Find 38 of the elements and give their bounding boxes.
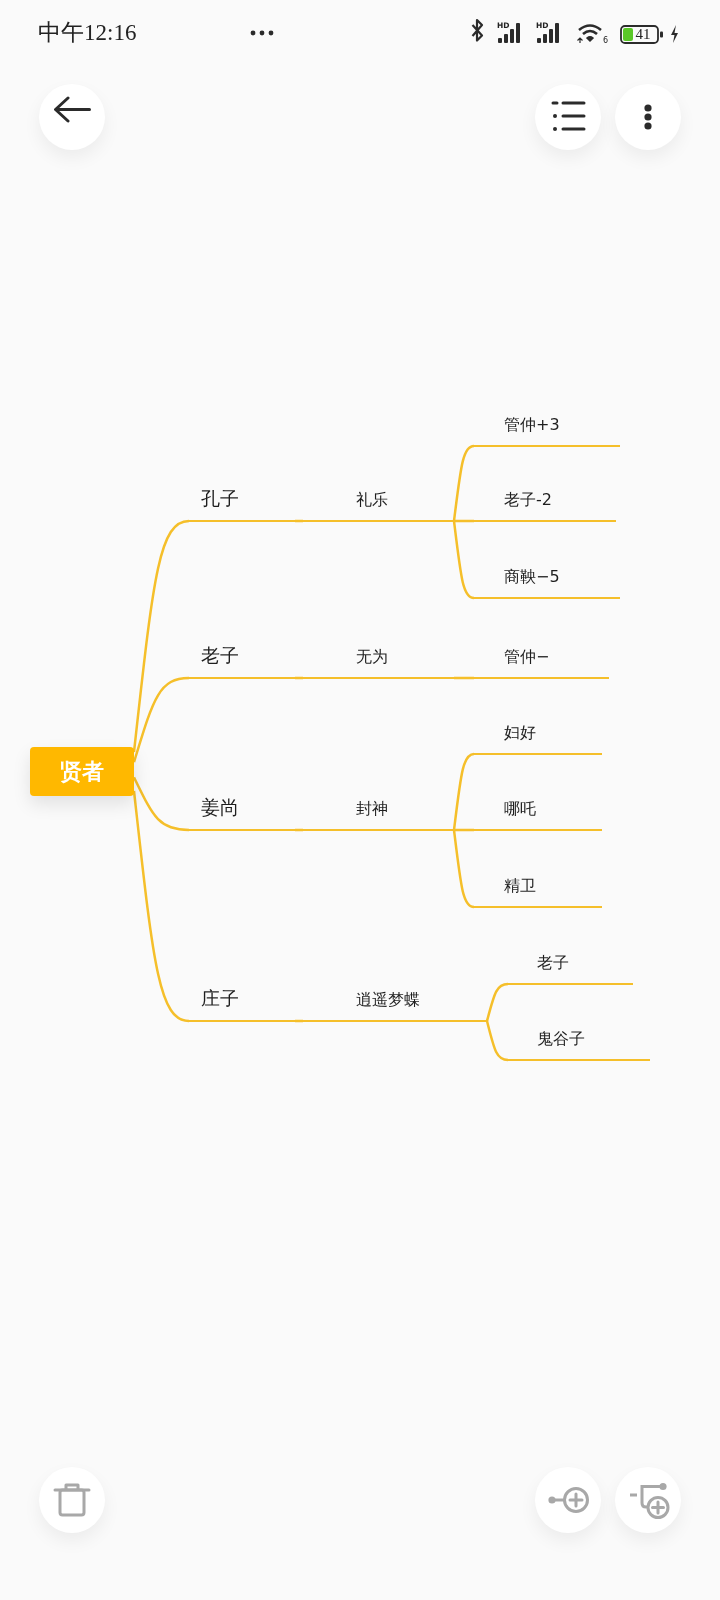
branch-line	[452, 752, 475, 831]
underlined-topic: 礼乐	[303, 486, 454, 523]
underlined-topic: 管仲+3	[474, 411, 620, 448]
underlined-topic: 老子-2	[474, 486, 616, 523]
underlined-topic: 老子	[508, 949, 633, 986]
underlined-topic: 逍遥梦蝶	[303, 986, 487, 1023]
branch-line	[452, 520, 475, 600]
branch-line	[132, 676, 190, 763]
branch-line	[132, 776, 190, 832]
underlined-topic: 哪吒	[474, 795, 602, 832]
underlined-topic: 无为	[303, 643, 454, 680]
branch-line	[485, 1020, 509, 1062]
branch-line	[454, 676, 474, 680]
underlined-topic: 姜尚	[189, 794, 295, 832]
underlined-topic: 商鞅−5	[474, 563, 620, 600]
battery-level: 41	[635, 27, 651, 42]
branch-line	[295, 828, 303, 832]
underlined-topic: 庄子	[189, 985, 295, 1023]
branch-line	[295, 1019, 303, 1023]
underlined-topic: 妇好	[474, 719, 602, 756]
branch-line	[295, 519, 303, 523]
underlined-topic: 管仲−	[474, 643, 609, 680]
branch-line	[454, 828, 474, 832]
branch-line	[452, 829, 475, 909]
status-time: 中午12:16	[38, 21, 137, 44]
root-topic-box: 贤者	[30, 747, 134, 796]
underlined-topic: 老子	[189, 642, 295, 680]
branch-line	[132, 790, 190, 1023]
underlined-topic: 鬼谷子	[508, 1025, 650, 1062]
branch-line	[454, 519, 474, 523]
branch-line	[485, 982, 509, 1022]
underlined-topic: 封神	[303, 795, 454, 832]
branch-line	[295, 676, 303, 680]
wifi-standard-label: 6	[603, 37, 609, 45]
underlined-topic: 孔子	[189, 485, 295, 523]
branch-line	[132, 519, 190, 753]
underlined-topic: 精卫	[474, 872, 602, 909]
branch-line	[452, 444, 475, 522]
